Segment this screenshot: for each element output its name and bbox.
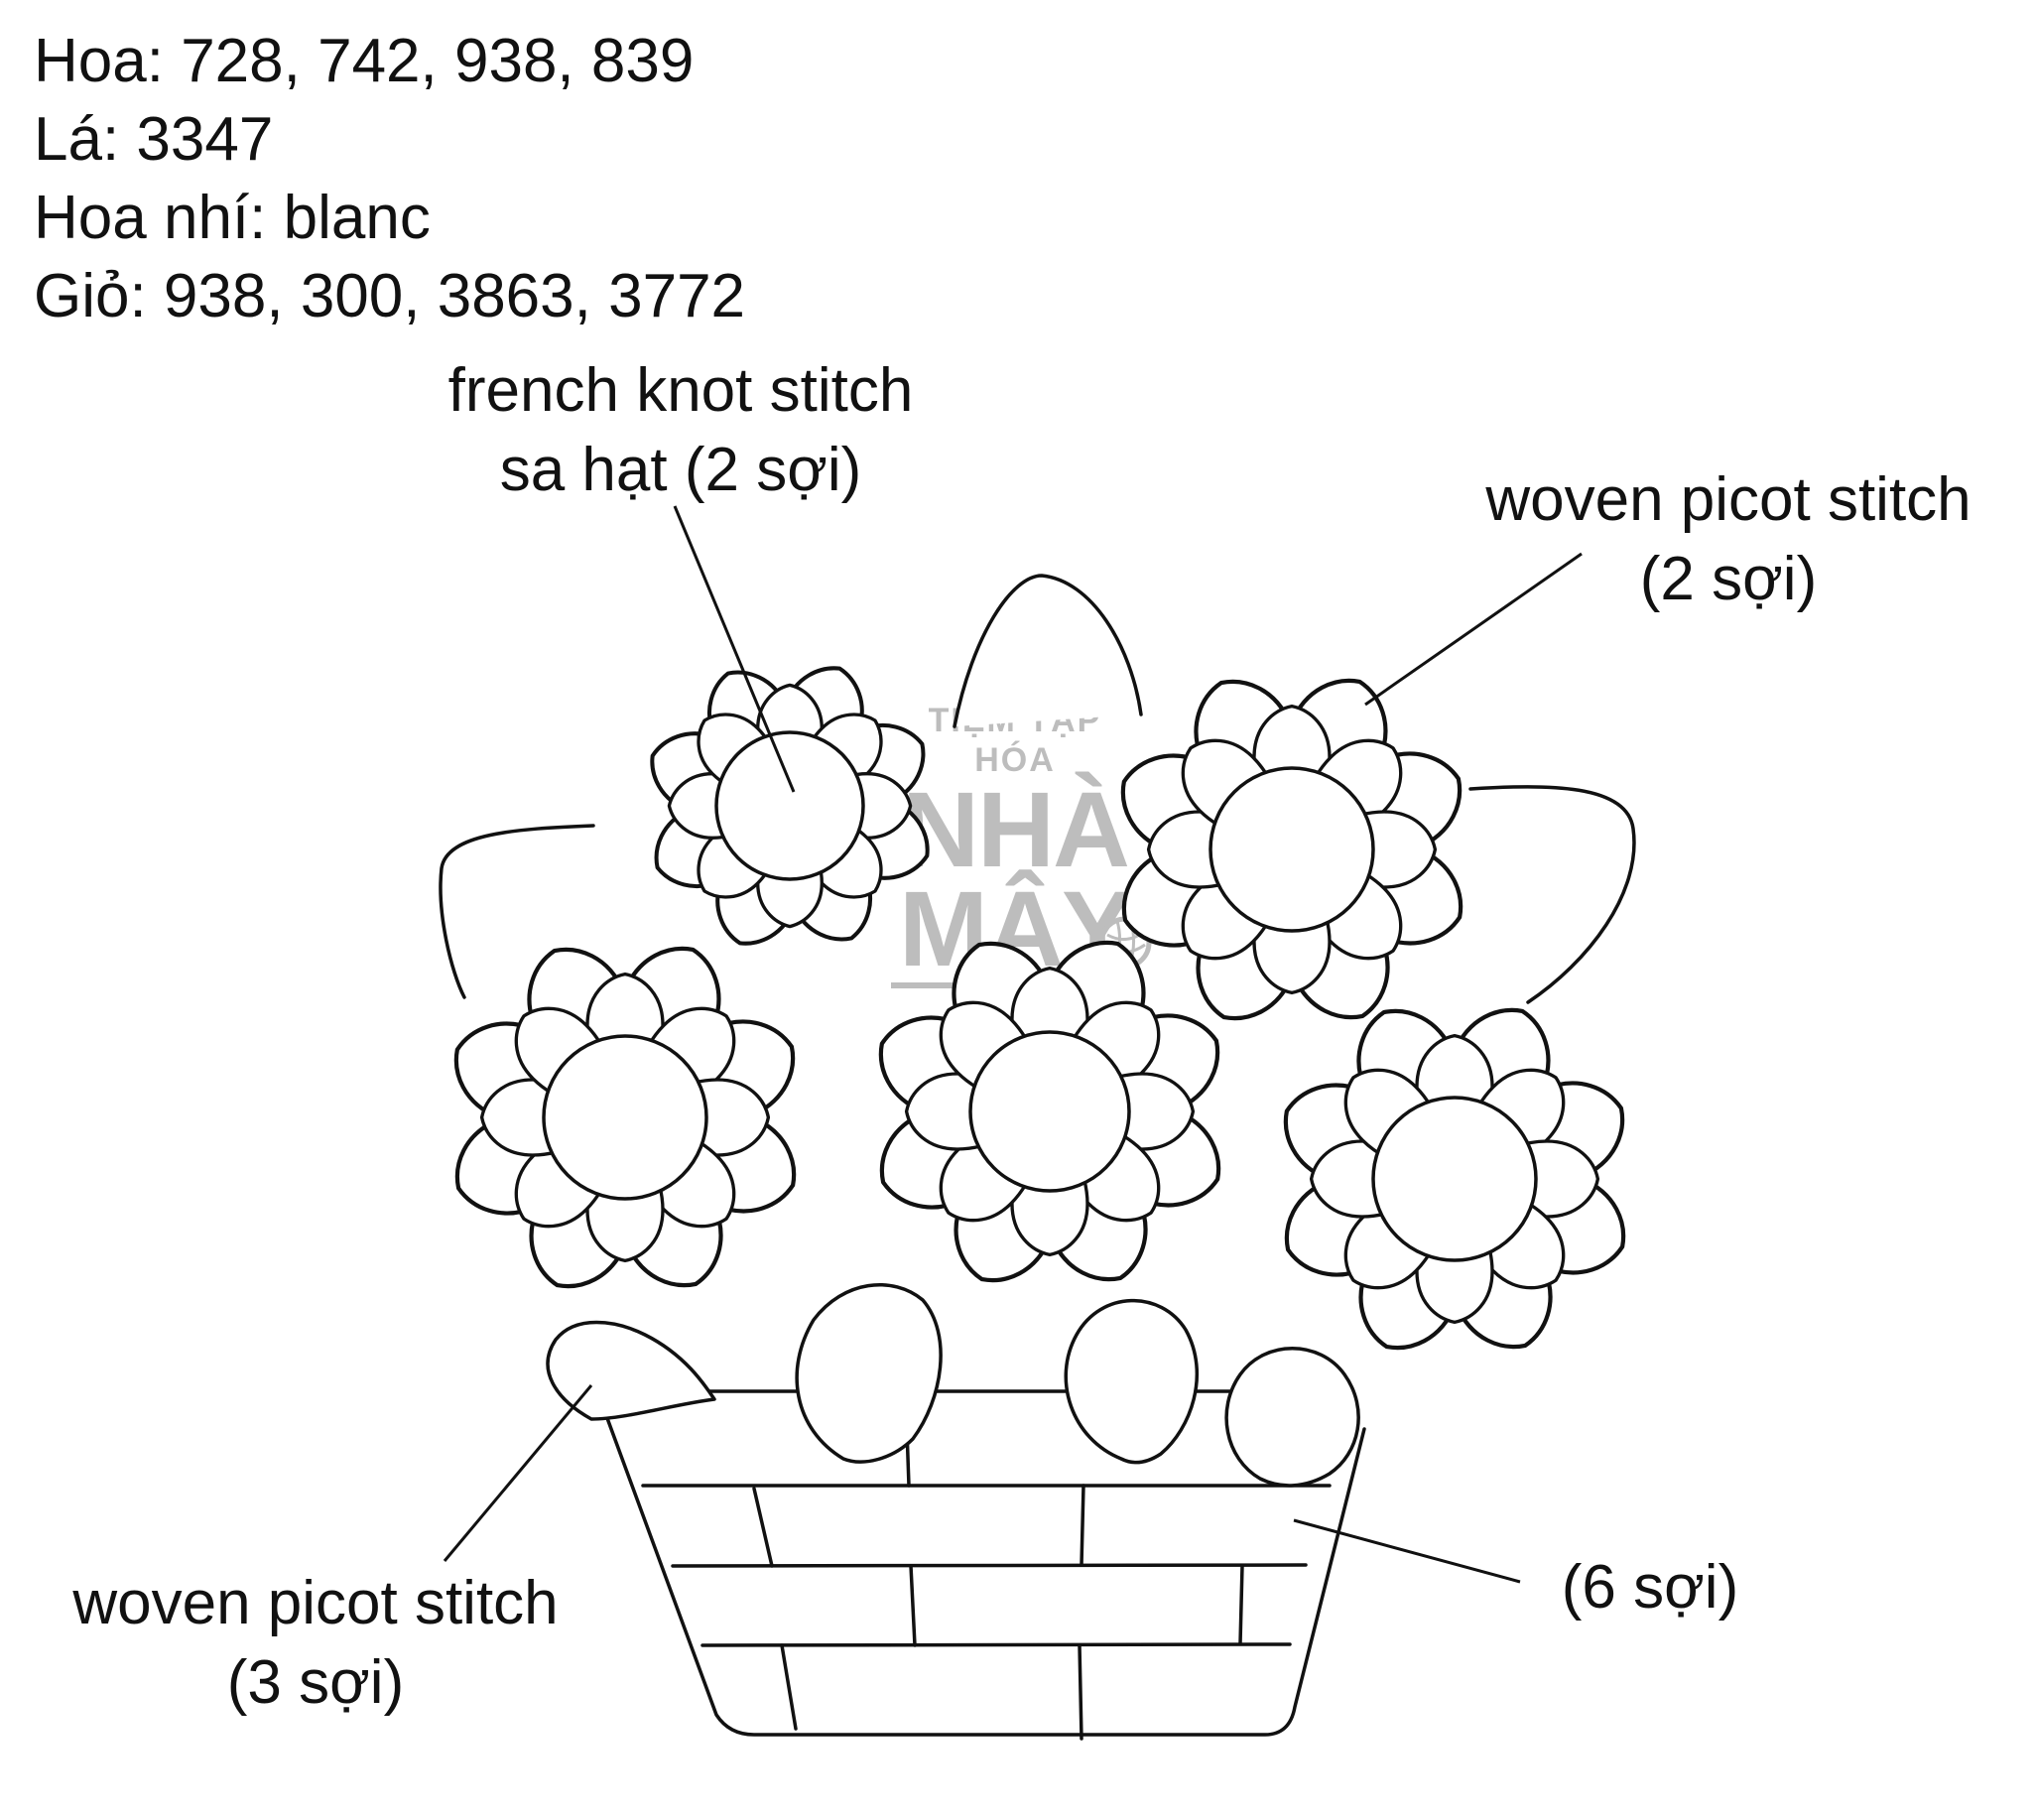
leaf-front-right bbox=[1224, 1347, 1360, 1488]
leaf-front-center-left bbox=[795, 1282, 943, 1464]
flower-top-right bbox=[1057, 614, 1528, 1086]
leaf-left bbox=[439, 824, 595, 999]
callout-french-knot-line2: sa hạt (2 sợi) bbox=[499, 436, 862, 504]
leader-french-knot bbox=[673, 505, 796, 793]
legend-basket: Giỏ: 938, 300, 3863, 3772 bbox=[34, 262, 746, 330]
flower-top-left bbox=[602, 618, 976, 992]
callout-basket: (6 sợi) bbox=[1536, 1548, 1764, 1627]
basket-weave bbox=[641, 1389, 1351, 1741]
flower-bottom-left bbox=[390, 882, 861, 1354]
callout-picot-bottom-left-line1: woven picot stitch bbox=[72, 1569, 559, 1637]
flower-bottom-right bbox=[1219, 944, 1691, 1415]
callout-picot-top-right-line1: woven picot stitch bbox=[1485, 465, 1972, 534]
leaf-top-center bbox=[953, 574, 1143, 728]
leaf-front-center-right bbox=[1064, 1298, 1200, 1465]
leader-picot-bottom-left bbox=[443, 1384, 593, 1562]
legend-flowers: Hoa: 728, 742, 938, 839 bbox=[34, 27, 695, 95]
leaf-right bbox=[1468, 785, 1636, 1004]
leader-basket bbox=[1293, 1518, 1521, 1584]
callout-picot-top-right: woven picot stitch (2 sợi) bbox=[1451, 460, 2006, 619]
callout-leaders bbox=[443, 505, 1583, 1584]
callout-french-knot: french knot stitch sa hạt (2 sợi) bbox=[423, 351, 939, 510]
callout-picot-bottom-left: woven picot stitch (3 sợi) bbox=[38, 1564, 593, 1723]
callout-basket-line1: (6 sợi) bbox=[1561, 1553, 1739, 1622]
legend-small-flowers: Hoa nhí: blanc bbox=[34, 184, 431, 252]
callout-french-knot-line1: french knot stitch bbox=[447, 356, 914, 425]
leader-picot-top-right bbox=[1364, 552, 1583, 707]
legend-leaves: Lá: 3347 bbox=[34, 105, 274, 174]
watermark-line-1: NHÀ bbox=[902, 769, 1130, 889]
thread-legend: Hoa: 728, 742, 938, 839 Lá: 3347 Hoa nhí… bbox=[34, 22, 745, 335]
callout-picot-top-right-line2: (2 sợi) bbox=[1639, 545, 1818, 613]
flower-center bbox=[815, 876, 1286, 1348]
leaf-front-left bbox=[546, 1320, 716, 1421]
callout-picot-bottom-left-line2: (3 sợi) bbox=[226, 1648, 405, 1717]
